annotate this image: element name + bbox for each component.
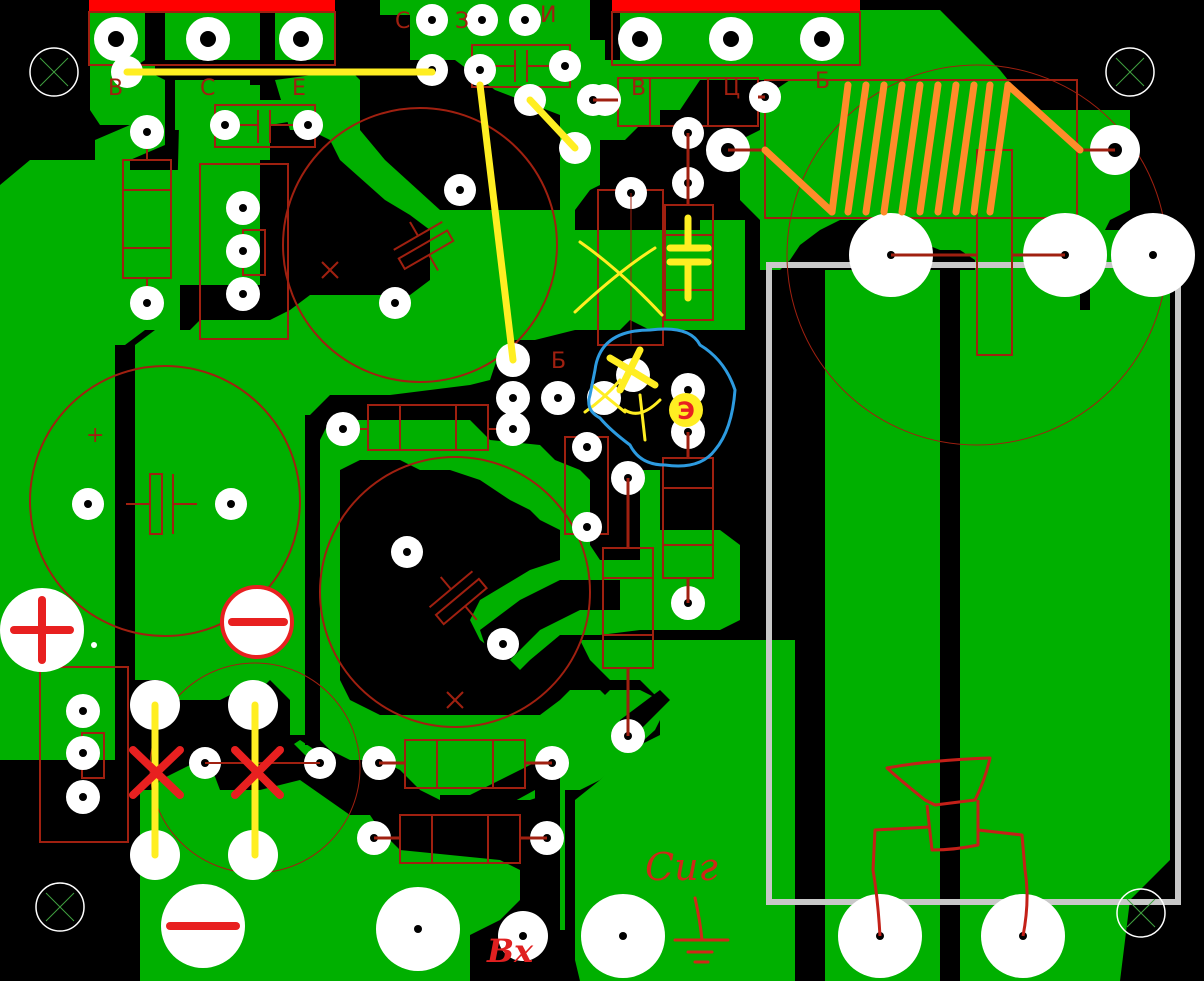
circle-x-icon — [29, 47, 79, 97]
x-mark-icon — [573, 240, 664, 442]
emitter-badge: Э — [669, 393, 703, 427]
heatsink-outline — [766, 262, 1181, 905]
capacitor-annotation — [666, 214, 712, 302]
transistor-sketch — [871, 756, 1029, 937]
circle-x-icon — [1105, 47, 1155, 97]
minus-terminal-top — [220, 585, 294, 659]
polarity-marks — [321, 261, 464, 709]
plus-terminal: + — [10, 596, 74, 664]
label-collector-right: Ц — [723, 76, 740, 101]
x-mark-icon — [606, 346, 659, 394]
input-label: Вх — [486, 932, 534, 970]
transistor-highlight — [587, 327, 737, 468]
circle-x-icon — [35, 882, 85, 932]
connector-right-top — [611, 0, 861, 66]
label-emitter-left: E — [292, 76, 306, 101]
emitter-badge-label: Э — [677, 397, 695, 425]
signal-label: Сиг — [645, 845, 718, 889]
x-mark-icon — [129, 746, 284, 799]
handwritten-annotations: Сиг Вх — [486, 845, 730, 970]
label-base-right: В — [631, 76, 646, 101]
label-collector-left: C — [200, 76, 215, 101]
label-base-mid: Б — [551, 349, 566, 374]
jumper-long-diagonal — [476, 81, 517, 364]
coil-icon — [761, 81, 1084, 216]
drill-holes — [79, 16, 1157, 940]
label-gate: З — [455, 9, 469, 34]
label-emitter-right: Б — [815, 69, 830, 94]
label-drain: И — [540, 3, 556, 28]
connector-left-top — [88, 0, 336, 66]
label-base-left: B — [108, 76, 123, 101]
circle-x-icon — [1116, 888, 1166, 938]
silkscreen-labels: С З И B C E В Ц Б Б + — [86, 3, 830, 448]
ground-symbol-icon — [673, 896, 730, 964]
minus-terminal-bottom: − — [166, 922, 240, 930]
component-leads — [205, 95, 1115, 840]
label-cap-plus: + — [86, 423, 104, 448]
jumper-short-diagonal — [526, 96, 579, 152]
mounting-holes — [29, 47, 1166, 938]
label-source: С — [395, 9, 410, 34]
